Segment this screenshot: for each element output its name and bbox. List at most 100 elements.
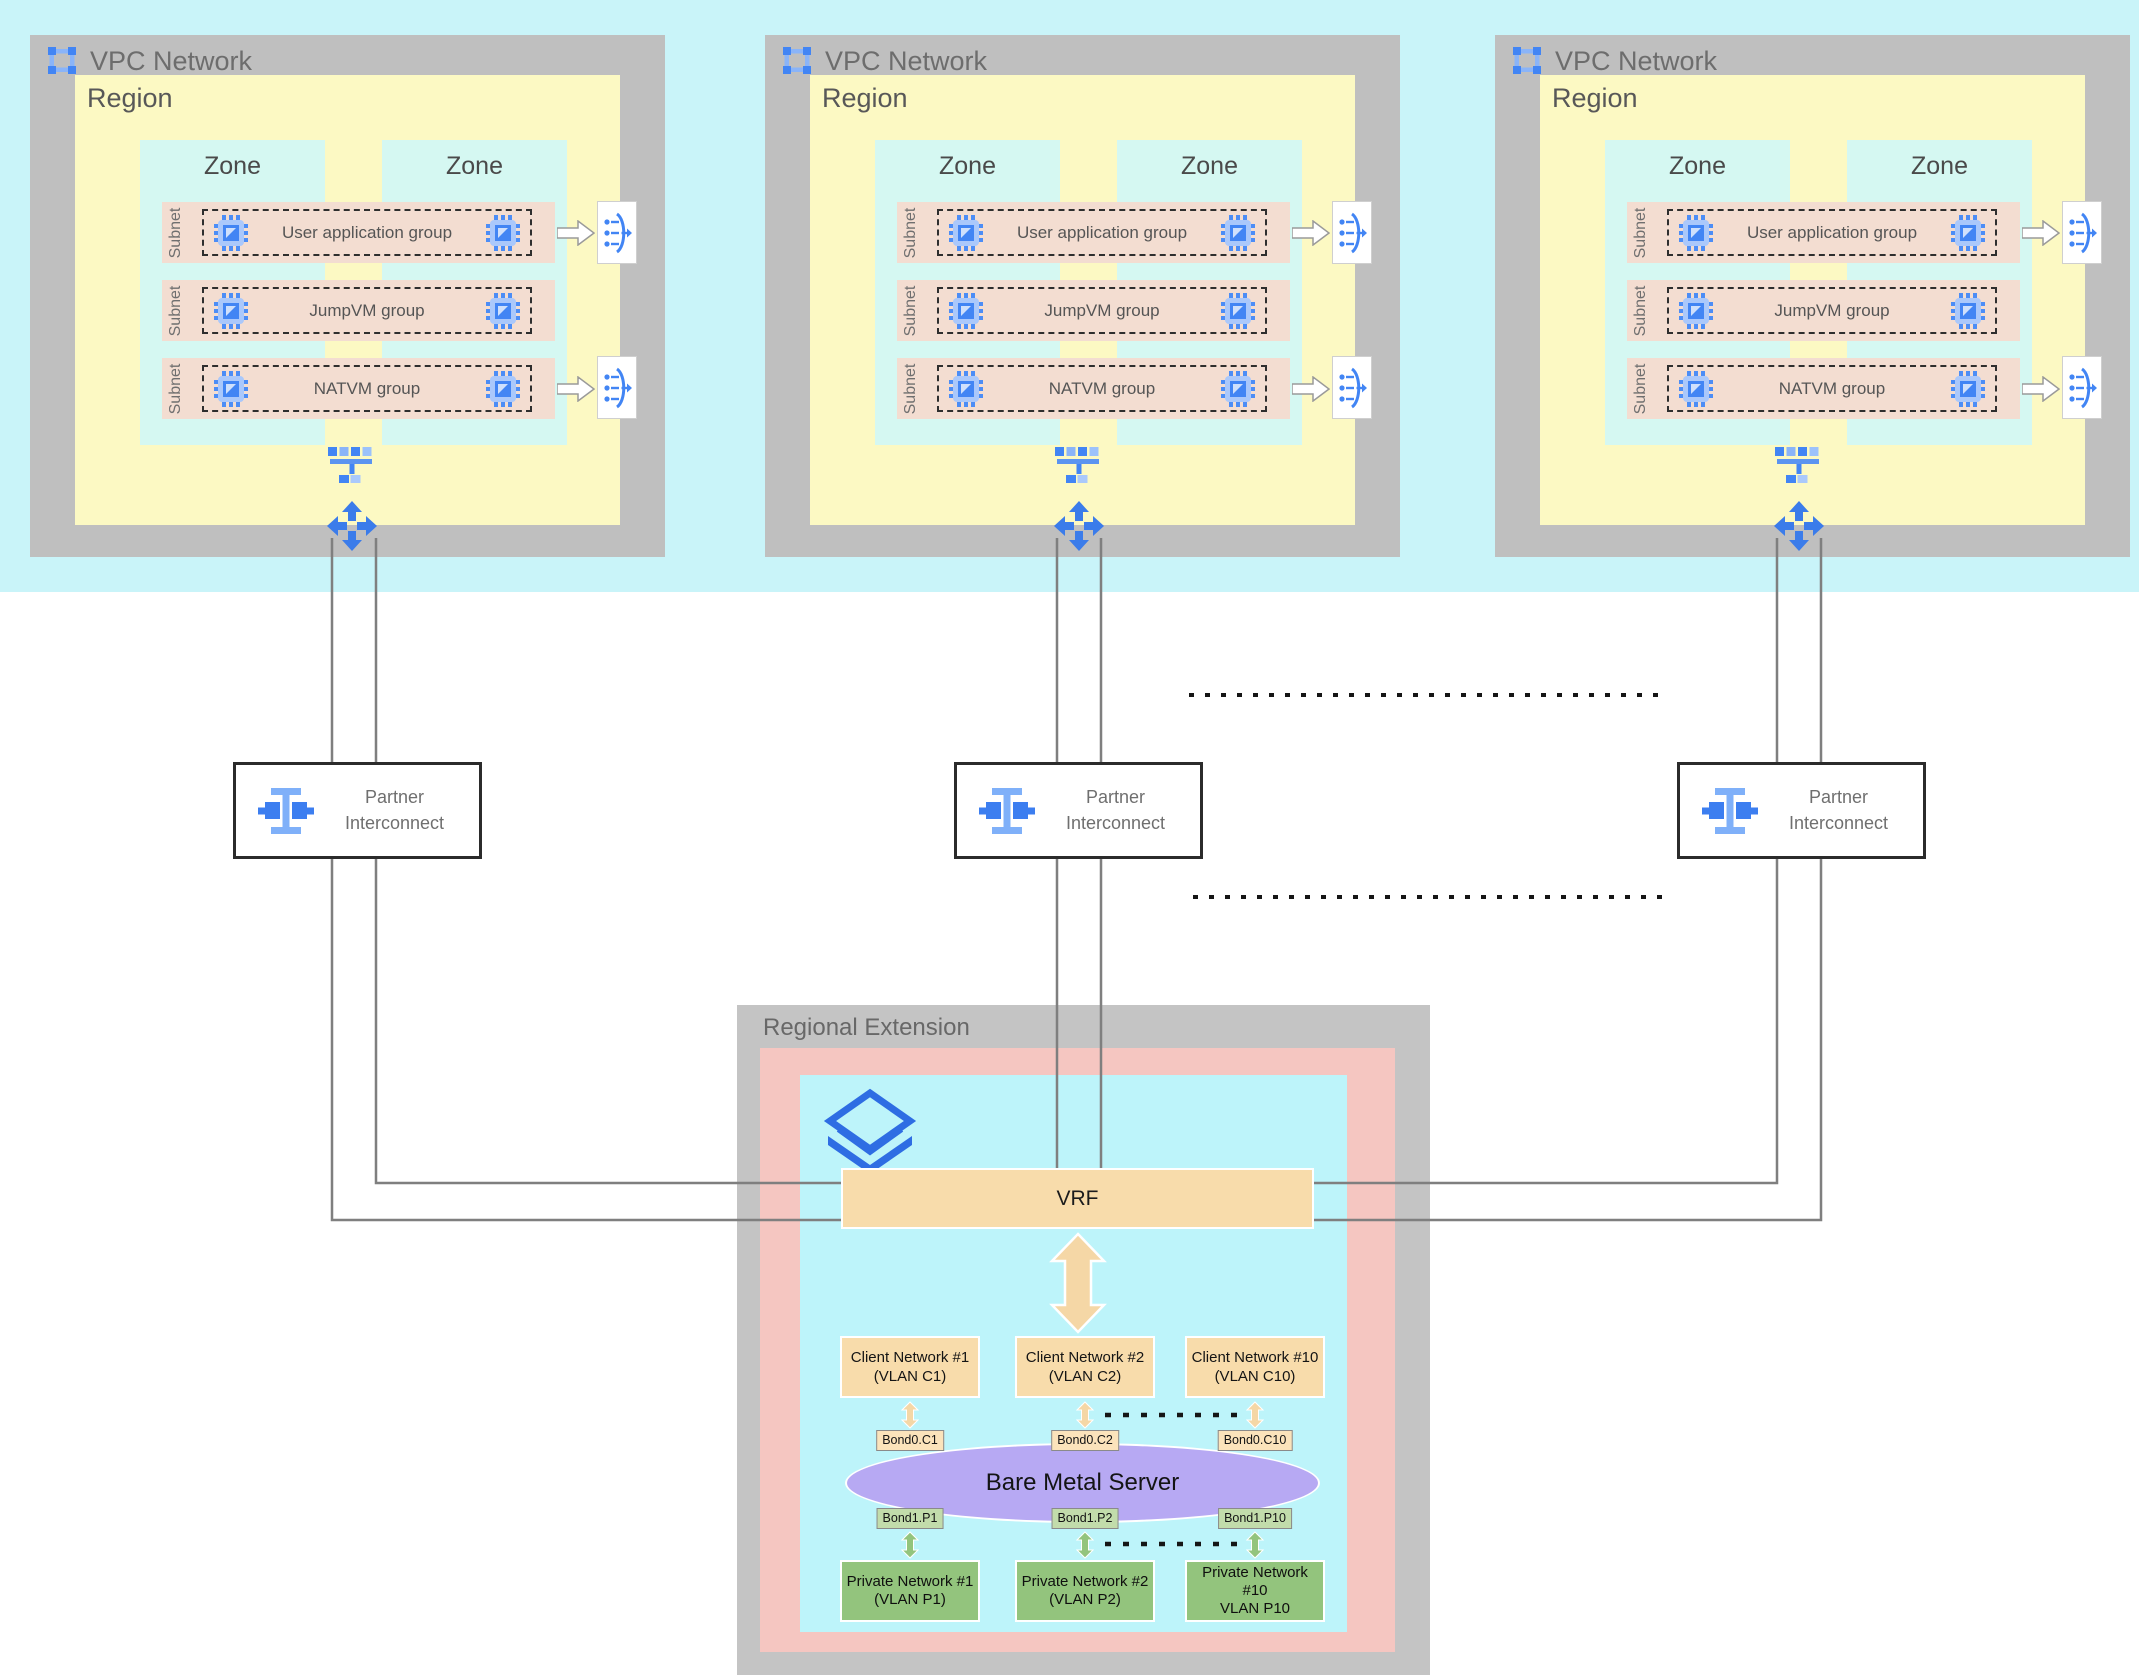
instance-group-label: NATVM group [313, 378, 421, 398]
instance-group-label: User application group [1016, 222, 1188, 242]
compute-vm-icon [1679, 291, 1713, 331]
region-label: Region [822, 83, 908, 113]
region-box: Region Zone Zone Subnet User application… [75, 75, 620, 525]
ellipsis-separator [1189, 693, 1670, 899]
client-network-vlan: (VLAN C1) [873, 1368, 947, 1385]
zone-label: Zone [1669, 152, 1726, 180]
partner-interconnect-icon [979, 788, 1035, 834]
instance-group: User application group [937, 209, 1267, 256]
instance-group: JumpVM group [202, 287, 532, 334]
bond-interface-label: Bond0.C2 [1051, 1430, 1119, 1451]
load-balancer-icon [1332, 201, 1372, 264]
compute-vm-icon [1221, 291, 1255, 331]
zone-label: Zone [204, 152, 261, 180]
private-network-10: Private Network #10 VLAN P10 [1185, 1560, 1325, 1622]
subnet-label: Subnet [167, 285, 184, 336]
compute-vm-icon [486, 291, 520, 331]
bond-interface-label: Bond1.P2 [1051, 1508, 1119, 1529]
partner-interconnect-label: Partner Interconnect [320, 785, 469, 835]
instance-group: User application group [1667, 209, 1997, 256]
subnet-row: Subnet JumpVM group [897, 280, 1290, 341]
bond-interface-label: Bond0.C1 [876, 1430, 944, 1451]
load-balancer-icon [1332, 356, 1372, 419]
compute-vm-icon [1951, 369, 1985, 409]
compute-vm-icon [486, 213, 520, 253]
exchange-arrow [1246, 1401, 1264, 1429]
partner-interconnect-label-line1: Partner [364, 787, 425, 808]
compute-vm-icon [1679, 213, 1713, 253]
zone-label: Zone [1911, 152, 1968, 180]
subnet-label: Subnet [1632, 363, 1649, 414]
private-network-2: Private Network #2 (VLAN P2) [1015, 1560, 1155, 1622]
subnet-row: Subnet NATVM group [1627, 358, 2020, 419]
vrf-box: VRF [841, 1168, 1314, 1229]
subnet-label: Subnet [167, 207, 184, 258]
subnet-label: Subnet [167, 363, 184, 414]
private-network-name: Private Network #2 [1021, 1573, 1149, 1590]
vpc-network-title: VPC Network [90, 46, 253, 76]
private-network-name: Private Network [1202, 1564, 1308, 1581]
exchange-arrow [1076, 1401, 1094, 1429]
subnet-label: Subnet [1632, 207, 1649, 258]
subnet-label: Subnet [902, 207, 919, 258]
exchange-arrow [1076, 1531, 1094, 1559]
partner-interconnect-label: Partner Interconnect [1041, 785, 1190, 835]
compute-vm-icon [949, 369, 983, 409]
vpc-network-icon [48, 47, 76, 74]
compute-vm-icon [949, 213, 983, 253]
subnet-row: Subnet JumpVM group [162, 280, 555, 341]
vrf-exchange-arrow [1048, 1232, 1108, 1334]
instance-group-label: JumpVM group [1774, 300, 1890, 320]
private-network-1: Private Network #1 (VLAN P1) [840, 1560, 980, 1622]
subnet-row: Subnet User application group [897, 202, 1290, 263]
load-balancer-icon [2062, 356, 2102, 419]
cloud-router-icon [326, 500, 378, 552]
vpc-network-title: VPC Network [825, 46, 988, 76]
client-network-name: Client Network #10 [1191, 1349, 1319, 1366]
cloud-router-icon [1053, 500, 1105, 552]
instance-group: NATVM group [1667, 365, 1997, 412]
private-network-name: Private Network #1 [846, 1573, 974, 1590]
client-network-vlan: (VLAN C10) [1214, 1368, 1296, 1385]
partner-interconnect-1: Partner Interconnect [233, 762, 482, 859]
partner-interconnect-label-line1: Partner [1085, 787, 1146, 808]
client-network-1: Client Network #1 (VLAN C1) [840, 1336, 980, 1398]
instance-group: NATVM group [202, 365, 532, 412]
compute-vm-icon [214, 291, 248, 331]
client-network-name: Client Network #1 [850, 1349, 970, 1366]
bond-interface-label: Bond1.P10 [1218, 1508, 1292, 1529]
region-label: Region [87, 83, 173, 113]
vpc-network-title: VPC Network [1555, 46, 1718, 76]
instance-group: NATVM group [937, 365, 1267, 412]
private-network-vlan: VLAN P10 [1219, 1600, 1291, 1617]
partner-interconnect-icon [258, 788, 314, 834]
compute-vm-icon [214, 369, 248, 409]
client-network-10: Client Network #10 (VLAN C10) [1185, 1336, 1325, 1398]
exchange-arrow [1246, 1531, 1264, 1559]
instance-group-label: NATVM group [1048, 378, 1156, 398]
vpc-network-card-3: VPC Network Region Zone Zone Subnet User… [1495, 35, 2130, 557]
subnet-label: Subnet [902, 363, 919, 414]
egress-arrow [2022, 376, 2060, 402]
subnet-row: Subnet JumpVM group [1627, 280, 2020, 341]
instance-group-label: JumpVM group [1044, 300, 1160, 320]
vpc-network-icon [1513, 47, 1541, 74]
exchange-arrow [901, 1531, 919, 1559]
egress-arrow [2022, 220, 2060, 246]
region-label: Region [1552, 83, 1638, 113]
private-network-vlan: (VLAN P2) [1049, 1591, 1121, 1608]
zone-label: Zone [446, 152, 503, 180]
subnet-label: Subnet [902, 285, 919, 336]
exchange-arrow [901, 1401, 919, 1429]
subnet-gateway-icon [326, 445, 378, 485]
instance-group-label: User application group [1746, 222, 1918, 242]
compute-vm-icon [1951, 291, 1985, 331]
compute-vm-icon [486, 369, 520, 409]
egress-arrow [1292, 220, 1330, 246]
compute-vm-icon [1951, 213, 1985, 253]
cloud-router-icon [1773, 500, 1825, 552]
load-balancer-icon [597, 356, 637, 419]
client-network-name: Client Network #2 [1025, 1349, 1145, 1366]
instance-group: JumpVM group [937, 287, 1267, 334]
